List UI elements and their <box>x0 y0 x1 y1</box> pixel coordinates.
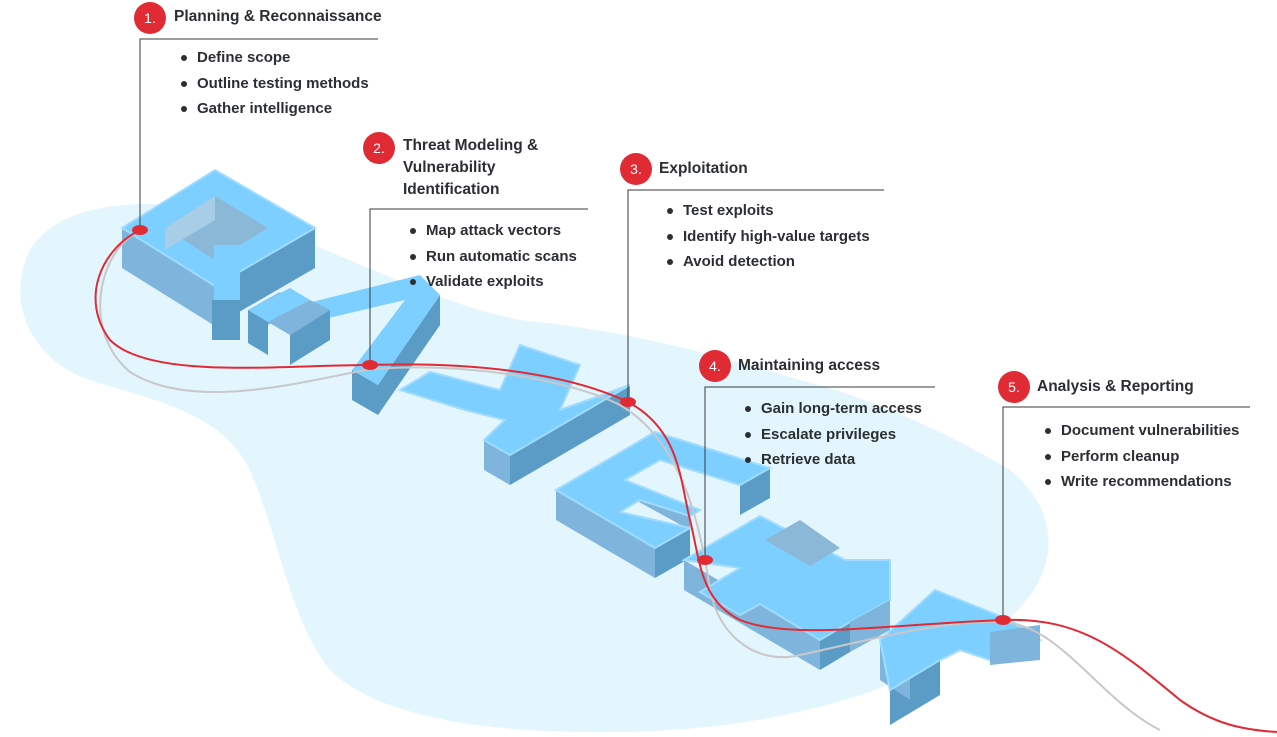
step-3-number-badge: 3. <box>620 153 652 185</box>
list-item: Write recommendations <box>1045 469 1239 495</box>
list-item: Outline testing methods <box>181 71 369 97</box>
marker-step-2 <box>362 360 378 370</box>
step-3-title: Exploitation <box>659 160 748 177</box>
list-item: Map attack vectors <box>410 218 577 244</box>
letter-e <box>554 430 773 578</box>
letter-a <box>248 275 440 415</box>
list-item: Escalate privileges <box>745 422 922 448</box>
step-4-bullets: Gain long-term access Escalate privilege… <box>745 396 922 473</box>
step-2-title-line-1: Threat Modeling & <box>403 137 539 154</box>
list-item: Run automatic scans <box>410 244 577 270</box>
step-5-number-badge: 5. <box>998 371 1030 403</box>
list-item: Document vulnerabilities <box>1045 418 1239 444</box>
list-item: Define scope <box>181 45 369 71</box>
list-item: Gather intelligence <box>181 96 369 122</box>
marker-step-4 <box>697 555 713 565</box>
leader-lines <box>139 38 1250 620</box>
list-item: Perform cleanup <box>1045 444 1239 470</box>
list-item: Identify high-value targets <box>667 224 870 250</box>
marker-step-3 <box>620 397 636 407</box>
marker-step-5 <box>995 615 1011 625</box>
step-1-number-badge: 1. <box>134 2 166 34</box>
marker-step-1 <box>132 225 148 235</box>
letter-k <box>878 588 1043 725</box>
path-markers <box>132 225 1011 625</box>
grey-path-line <box>99 231 1161 731</box>
list-item: Test exploits <box>667 198 870 224</box>
list-item: Avoid detection <box>667 249 870 275</box>
step-3-bullets: Test exploits Identify high-value target… <box>667 198 870 275</box>
letter-r <box>680 514 891 670</box>
list-item: Retrieve data <box>745 447 922 473</box>
step-2-title-line-3: Identification <box>403 181 500 198</box>
step-5-bullets: Document vulnerabilities Perform cleanup… <box>1045 418 1239 495</box>
step-4-title: Maintaining access <box>738 357 881 374</box>
step-2-bullets: Map attack vectors Run automatic scans V… <box>410 218 577 295</box>
step-4-number-badge: 4. <box>699 350 731 382</box>
step-2-number-badge: 2. <box>363 132 395 164</box>
step-1-title: Planning & Reconnaissance <box>174 8 382 25</box>
list-item: Validate exploits <box>410 269 577 295</box>
list-item: Gain long-term access <box>745 396 922 422</box>
step-1-bullets: Define scope Outline testing methods Gat… <box>181 45 369 122</box>
step-5-title: Analysis & Reporting <box>1037 378 1194 395</box>
red-path-line <box>94 229 1277 733</box>
step-2-title-line-2: Vulnerability <box>403 159 496 176</box>
letter-q <box>120 168 317 340</box>
letter-w <box>397 343 631 485</box>
